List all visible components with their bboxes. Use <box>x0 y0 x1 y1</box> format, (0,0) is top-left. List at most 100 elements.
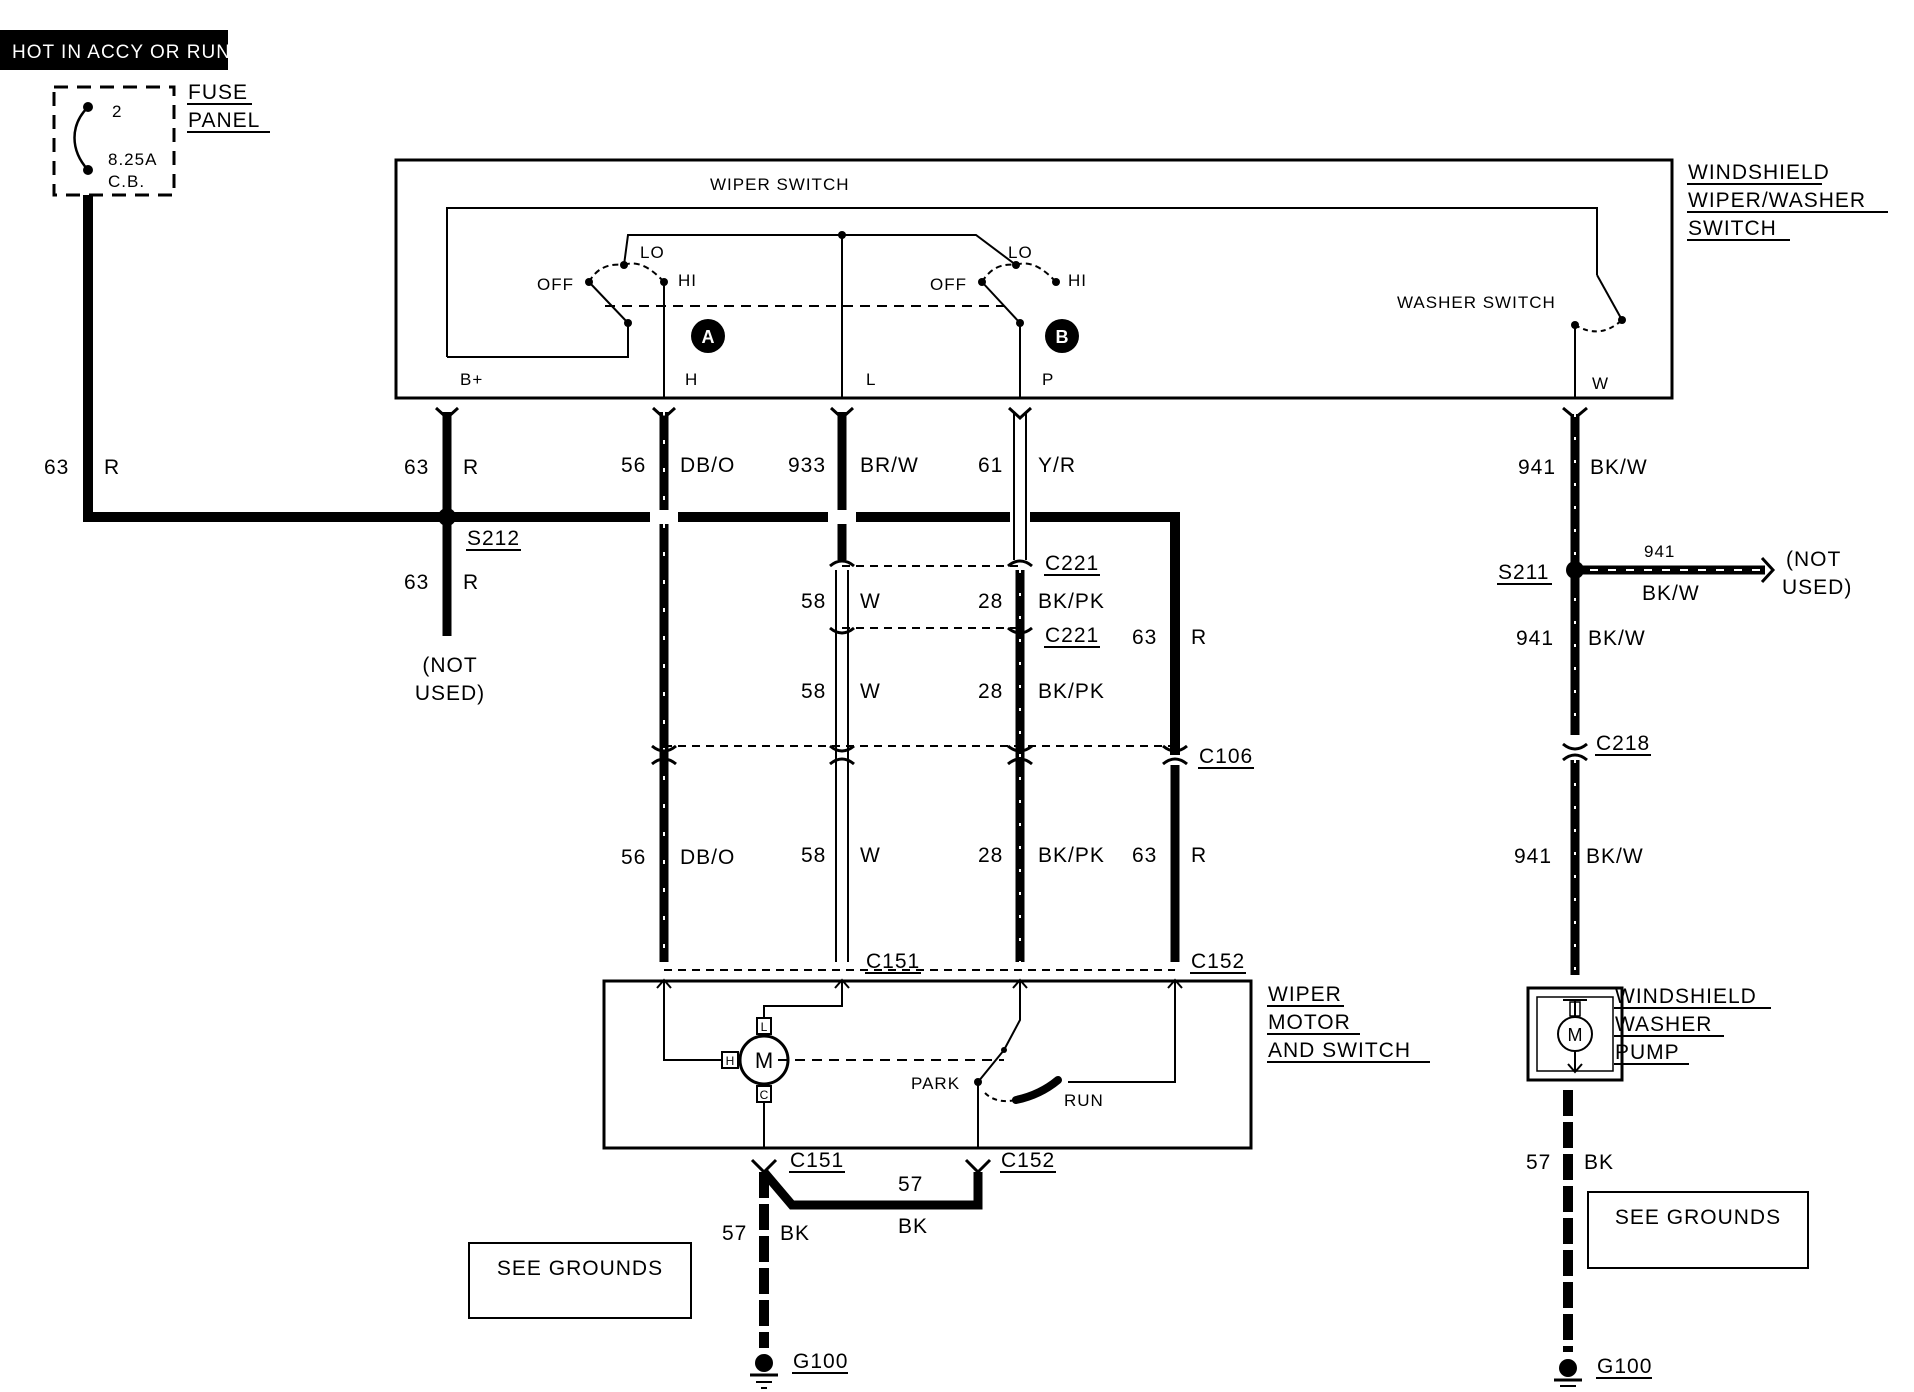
see-grounds-left-text: SEE GROUNDS <box>497 1257 663 1280</box>
w57-left-color: BK <box>780 1222 810 1245</box>
switch-title-1: WINDSHIELD <box>1688 161 1830 184</box>
wiper-motor-title-2: MOTOR <box>1268 1011 1351 1034</box>
motor-term-l: L <box>761 1020 768 1034</box>
wiper-switch-title: WIPER SWITCH <box>710 175 850 194</box>
fuse-title-1: FUSE <box>188 81 248 104</box>
w58-a-color: W <box>860 590 881 613</box>
run-label: RUN <box>1064 1091 1104 1110</box>
wire-56 <box>650 406 678 962</box>
wiper-washer-switch-title: WINDSHIELD WIPER/WASHER SWITCH <box>1687 161 1888 241</box>
w57-mid-color: BK <box>898 1215 928 1238</box>
not-used-left-1: (NOT <box>422 654 477 677</box>
w28-a-color: BK/PK <box>1038 590 1105 613</box>
w941-b-num: 941 <box>1516 627 1554 650</box>
s211-label: S211 <box>1498 561 1550 584</box>
motor-term-c: C <box>760 1088 769 1102</box>
g100-right-label: G100 <box>1597 1355 1652 1378</box>
wiper-washer-switch-box: WIPER SWITCH OFF LO HI A OFF LO <box>394 158 1674 400</box>
washer-pump-title: WINDSHIELD WASHER PUMP <box>1614 985 1771 1065</box>
w941-c-color: BK/W <box>1586 845 1644 868</box>
c218-label: C218 <box>1596 732 1650 755</box>
wire-61-28 <box>1007 406 1033 962</box>
w28-c-color: BK/PK <box>1038 844 1105 867</box>
not-used-left-2: USED) <box>415 682 485 705</box>
wiper-motor-title-3: AND SWITCH <box>1268 1039 1411 1062</box>
fuse-number: 2 <box>112 102 122 121</box>
not-used-right-2: USED) <box>1782 576 1852 599</box>
w56-bot-num: 56 <box>621 846 646 869</box>
w941-side-color: BK/W <box>1642 582 1700 605</box>
wiper-motor-box: M L H C PARK RUN <box>602 978 1253 1150</box>
see-grounds-right-text: SEE GROUNDS <box>1615 1206 1781 1229</box>
wire-933-58 <box>828 406 856 962</box>
switch-a-hi: HI <box>678 271 697 290</box>
w28-b-color: BK/PK <box>1038 680 1105 703</box>
wire-941 <box>1562 406 1776 975</box>
wire-63-bplus <box>434 406 460 636</box>
s212-label: S212 <box>467 527 520 550</box>
w933-num: 933 <box>788 454 826 477</box>
not-used-right-1: (NOT <box>1786 548 1841 571</box>
connector-lines <box>651 559 1188 971</box>
washer-pump-title-3: PUMP <box>1615 1041 1680 1064</box>
fuse-rating: 8.25A <box>108 150 157 169</box>
switch-b-lo: LO <box>1008 243 1033 262</box>
washer-pump-title-1: WINDSHIELD <box>1615 985 1757 1008</box>
circuit-breaker-icon <box>73 106 89 171</box>
w56-top-color: DB/O <box>680 454 735 477</box>
w63-c-color: R <box>1191 844 1207 867</box>
c152-bot-label: C152 <box>1001 1149 1055 1172</box>
w56-top-num: 56 <box>621 454 646 477</box>
switch-title-2: WIPER/WASHER <box>1688 189 1866 212</box>
fuse-panel: 2 8.25A C.B. FUSE PANEL <box>52 81 270 197</box>
g100-left-label: G100 <box>793 1350 848 1373</box>
w933-color: BR/W <box>860 454 919 477</box>
w58-c-color: W <box>860 844 881 867</box>
washer-pump-m: M <box>1568 1025 1583 1045</box>
w941-a-color: BK/W <box>1590 456 1648 479</box>
w63-bottom-num: 63 <box>404 571 429 594</box>
marker-a: A <box>702 327 715 347</box>
w63-left-color: R <box>104 456 120 479</box>
fuse-type: C.B. <box>108 172 145 191</box>
hot-in-accy-banner: HOT IN ACCY OR RUN <box>0 30 231 70</box>
terminal-h: H <box>685 370 698 389</box>
c106-label: C106 <box>1199 745 1253 768</box>
fuse-title-2: PANEL <box>188 109 260 132</box>
c221-top-label: C221 <box>1045 552 1099 575</box>
terminal-l: L <box>866 370 876 389</box>
w941-b-color: BK/W <box>1588 627 1646 650</box>
w63-c-num: 63 <box>1132 844 1157 867</box>
w63-bottom-color: R <box>463 571 479 594</box>
w58-a-num: 58 <box>801 590 826 613</box>
motor-term-h: H <box>726 1054 735 1068</box>
switch-title-3: SWITCH <box>1688 217 1777 240</box>
w28-a-num: 28 <box>978 590 1003 613</box>
c151-bot-label: C151 <box>790 1149 844 1172</box>
w941-side-num: 941 <box>1644 542 1675 561</box>
w57-right-color: BK <box>1584 1151 1614 1174</box>
w63-right-num: 63 <box>1132 626 1157 649</box>
w58-c-num: 58 <box>801 844 826 867</box>
banner-text: HOT IN ACCY OR RUN <box>12 42 231 63</box>
marker-b: B <box>1056 327 1069 347</box>
see-grounds-left: SEE GROUNDS <box>468 1242 692 1319</box>
w58-b-color: W <box>860 680 881 703</box>
wiper-motor-title-1: WIPER <box>1268 983 1342 1006</box>
washer-pump-title-2: WASHER <box>1615 1013 1712 1036</box>
washer-pump: M <box>1526 986 1624 1082</box>
w941-a-num: 941 <box>1518 456 1556 479</box>
switch-b-hi: HI <box>1068 271 1087 290</box>
w63-top-num: 63 <box>404 456 429 479</box>
w941-c-num: 941 <box>1514 845 1552 868</box>
terminal-p: P <box>1042 370 1054 389</box>
w63-left-num: 63 <box>44 456 69 479</box>
wiper-motor-title: WIPER MOTOR AND SWITCH <box>1267 983 1430 1063</box>
switch-b-off: OFF <box>930 275 967 294</box>
wire-57-right <box>1554 1090 1582 1387</box>
switch-a-off: OFF <box>537 275 574 294</box>
w57-right-num: 57 <box>1526 1151 1551 1174</box>
w61-num: 61 <box>978 454 1003 477</box>
w57-left-num: 57 <box>722 1222 747 1245</box>
terminal-w: W <box>1592 374 1609 393</box>
